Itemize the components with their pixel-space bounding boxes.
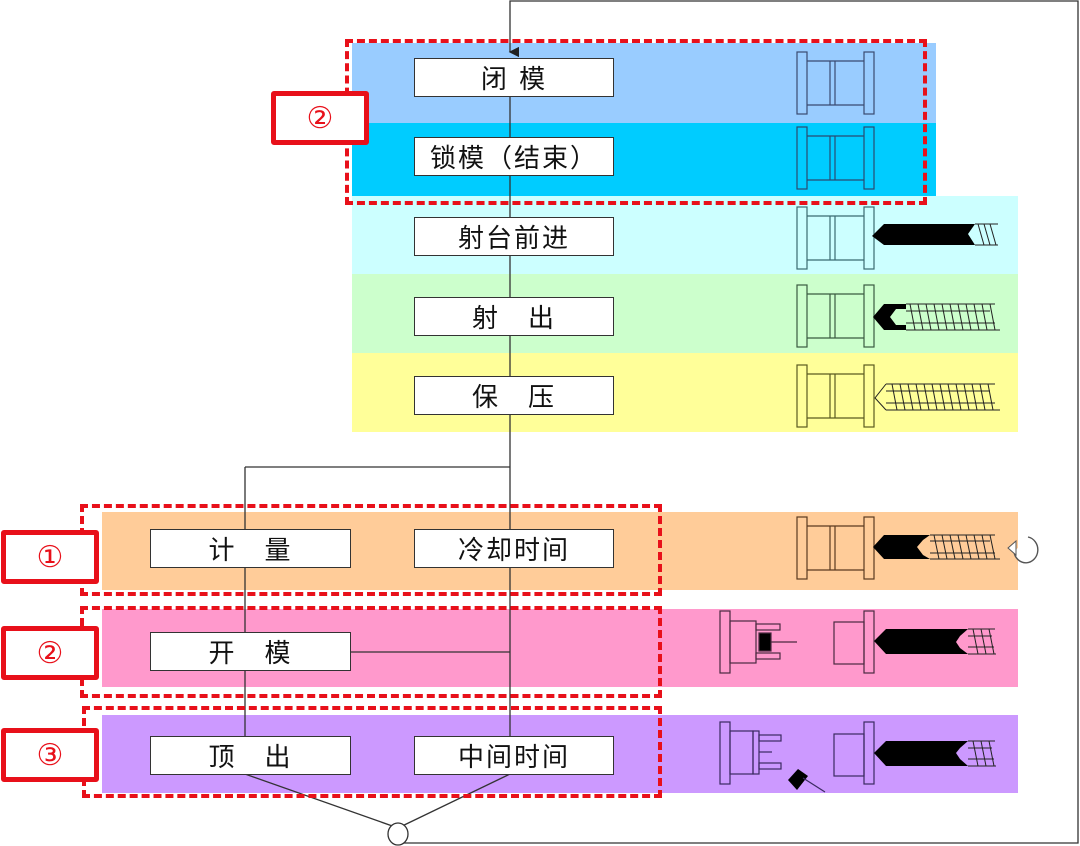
step-carriage-forward: 射台前进 [414,217,614,256]
holding-screw-icon [796,364,1000,428]
label-group-3: ③ [1,728,99,782]
highlight-group-1 [80,504,662,596]
loop-return-line [398,0,1079,844]
step-injection: 射 出 [414,297,614,336]
open-mold-icon [719,610,996,674]
merge-node [387,822,409,846]
step-interval-time: 中间时间 [414,736,614,775]
carriage-forward-icon [796,206,998,270]
highlight-group-2 [80,606,662,698]
step-metering: 计 量 [150,529,351,568]
step-mold-close: 闭 模 [414,58,614,97]
interval-merge-line [397,773,511,829]
highlight-group-3 [82,706,662,798]
step-mold-lock: 锁模（结束） [414,137,614,176]
label-group-2: ② [1,626,99,680]
rotating-screw-icon [796,516,1039,580]
step-cooling-time: 冷却时间 [414,529,614,568]
rotation-arrow-icon [1013,536,1039,564]
label-group-1: ① [1,530,99,584]
step-holding-pressure: 保 压 [414,376,614,415]
ejection-merge-line [244,773,399,829]
step-ejection: 顶 出 [150,736,351,775]
injection-screw-icon [796,284,1000,348]
label-top-group: ② [271,91,369,145]
highlight-group-top [345,39,927,205]
ejector-icon [719,721,996,793]
step-mold-open: 开 模 [150,632,351,671]
